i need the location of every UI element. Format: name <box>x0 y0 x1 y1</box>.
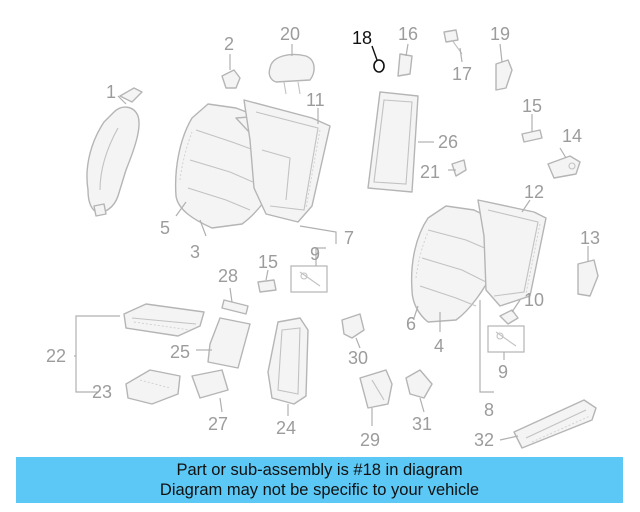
part-17-bolt <box>443 29 463 55</box>
part-31-cover <box>405 369 433 399</box>
callout-18: 18 <box>352 28 372 48</box>
callout-9-right: 9 <box>498 362 508 382</box>
part-20-headrest <box>268 53 315 95</box>
callout-6: 6 <box>406 314 416 334</box>
part-22-cushion-pad <box>123 303 205 337</box>
part-30-bracket <box>341 313 365 339</box>
callout-13: 13 <box>580 228 600 248</box>
callout-10: 10 <box>524 290 544 310</box>
callout-3: 3 <box>190 242 200 262</box>
part-24-lower-frame <box>267 317 309 405</box>
callout-16: 16 <box>398 24 418 44</box>
part-28-strip <box>221 299 249 315</box>
part-23-mount <box>125 369 181 405</box>
callout-29: 29 <box>360 430 380 450</box>
callout-27: 27 <box>208 414 228 434</box>
part-19-release-handle <box>495 59 513 91</box>
part-4-backrest-right <box>410 205 505 323</box>
callout-4: 4 <box>434 336 444 356</box>
callout-15-lower: 15 <box>258 252 278 272</box>
callout-20: 20 <box>280 24 300 44</box>
callout-26: 26 <box>438 132 458 152</box>
callout-32: 32 <box>474 430 494 450</box>
banner-line-1: Part or sub-assembly is #18 in diagram <box>176 461 463 479</box>
callout-28: 28 <box>218 266 238 286</box>
callout-11: 11 <box>306 90 325 110</box>
part-21-bushing <box>451 159 467 177</box>
callout-2: 2 <box>224 34 234 54</box>
callout-19: 19 <box>490 24 510 44</box>
part-10-clip <box>499 309 519 325</box>
callout-24: 24 <box>276 418 296 438</box>
part-32-rail <box>513 399 597 449</box>
part-12-frame-right <box>477 199 547 307</box>
part-14-latch <box>547 155 581 179</box>
info-banner: Part or sub-assembly is #18 in diagram D… <box>16 457 623 503</box>
callout-21: 21 <box>420 162 440 182</box>
callout-9-left: 9 <box>310 244 320 264</box>
part-13-bracket <box>577 259 599 297</box>
callout-31: 31 <box>412 414 432 434</box>
callout-8: 8 <box>484 400 494 420</box>
part-9-hardware-left <box>290 265 328 293</box>
callout-labels: 1 2 3 4 5 6 7 8 9 9 10 11 12 13 14 15 15… <box>46 24 600 450</box>
callout-30: 30 <box>348 348 368 368</box>
callout-12: 12 <box>524 182 544 202</box>
part-29-hinge <box>359 369 393 409</box>
banner-line-2: Diagram may not be specific to your vehi… <box>159 481 480 499</box>
part-25-panel <box>207 317 251 369</box>
part-15-pin-lower <box>257 279 277 293</box>
callout-7: 7 <box>344 228 354 248</box>
callout-23: 23 <box>92 382 112 402</box>
callout-15-upper: 15 <box>522 96 542 116</box>
part-26-back-panel <box>367 91 419 193</box>
callout-22: 22 <box>46 346 66 366</box>
callout-17: 17 <box>452 64 472 84</box>
callout-5: 5 <box>160 218 170 238</box>
part-15-pin-upper <box>521 129 543 143</box>
part-27-pad <box>191 369 229 399</box>
part-16-bracket <box>397 53 413 77</box>
callout-14: 14 <box>562 126 582 146</box>
part-18-grommet <box>373 59 385 73</box>
callout-1: 1 <box>106 82 116 102</box>
part-2-clip <box>221 69 241 89</box>
leader-18 <box>371 45 378 61</box>
callout-25: 25 <box>170 342 190 362</box>
part-1-side-trim <box>86 87 143 217</box>
part-9-hardware-right <box>487 325 525 353</box>
leader-lines <box>74 43 589 441</box>
part-11-frame-left <box>243 99 331 223</box>
parts-diagram: 1 2 3 4 5 6 7 8 9 9 10 11 12 13 14 15 15… <box>46 24 600 450</box>
